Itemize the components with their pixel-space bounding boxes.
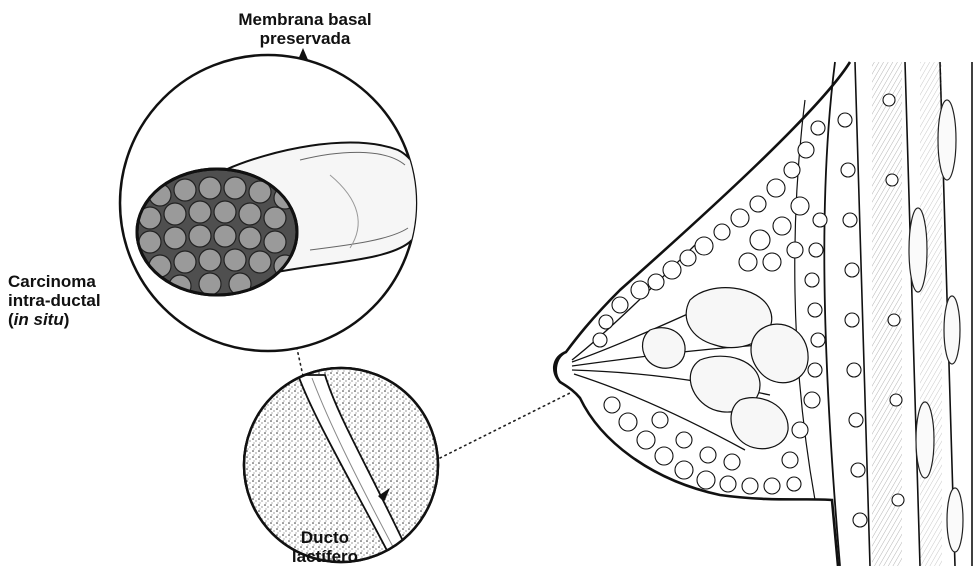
label-carcinoma-line1: Carcinoma	[8, 272, 101, 291]
label-basal-membrane-line1: Membrana basal	[190, 10, 420, 29]
leader-duct-to-breast	[440, 392, 572, 458]
label-carcinoma: Carcinoma intra-ductal (in situ)	[8, 272, 101, 329]
label-duct-line2: lactífero	[255, 547, 395, 566]
label-basal-membrane-line2: preservada	[190, 29, 420, 48]
label-basal-membrane: Membrana basal preservada	[190, 10, 420, 48]
label-duct: Ducto lactífero	[255, 528, 395, 566]
in-situ-italic: in situ	[14, 310, 64, 329]
breast-section	[554, 62, 972, 566]
label-carcinoma-line3: (in situ)	[8, 310, 101, 329]
paren-close: )	[64, 310, 70, 329]
magnified-duct-circle	[120, 55, 424, 351]
label-duct-line1: Ducto	[255, 528, 395, 547]
label-carcinoma-line2: intra-ductal	[8, 291, 101, 310]
